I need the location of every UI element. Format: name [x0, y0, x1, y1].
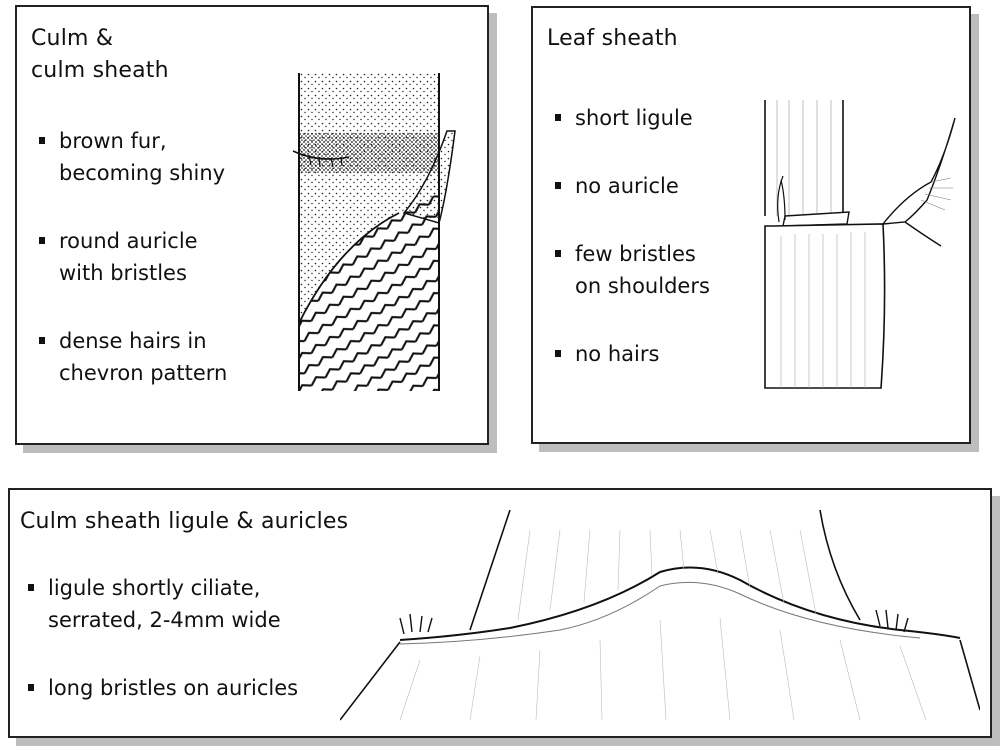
ligule-bullet-list: ligule shortly ciliate, serrated, 2-4mm … — [28, 572, 298, 704]
ligule-bullet-ciliate-line1: ligule shortly ciliate, — [48, 576, 261, 600]
leaf-bullet-auricle-line1: no auricle — [575, 174, 679, 198]
ligule-bullet-bristles-line1: long bristles on auricles — [48, 676, 299, 700]
culm-bullet-fur-line1: brown fur, — [59, 129, 167, 153]
culm-bullet-fur: brown fur, becoming shiny — [39, 125, 227, 189]
ligule-auricles-illustration — [340, 510, 980, 721]
ligule-bullet-bristles: long bristles on auricles — [28, 672, 298, 704]
leaf-sheath-panel: Leaf sheath short ligule no auricle few … — [531, 6, 971, 444]
ligule-auricles-panel: Culm sheath ligule & auricles ligule sho… — [8, 488, 992, 738]
leaf-bullet-hairs-line1: no hairs — [575, 342, 660, 366]
leaf-panel-title: Leaf sheath — [547, 26, 678, 51]
leaf-bullet-bristles: few bristles on shoulders — [555, 238, 710, 302]
leaf-bullet-list: short ligule no auricle few bristles on … — [555, 102, 710, 370]
leaf-bullet-ligule: short ligule — [555, 102, 710, 134]
leaf-bullet-hairs: no hairs — [555, 338, 710, 370]
ligule-bullet-ciliate: ligule shortly ciliate, serrated, 2-4mm … — [28, 572, 298, 636]
culm-title-line2: culm sheath — [31, 58, 169, 83]
culm-sheath-illustration — [292, 73, 456, 391]
culm-title-line1: Culm & — [31, 26, 114, 51]
culm-bullet-list: brown fur, becoming shiny round auricle … — [39, 125, 227, 389]
culm-bullet-auricle-line1: round auricle — [59, 229, 198, 253]
leaf-bullet-ligule-line1: short ligule — [575, 106, 693, 130]
culm-bullet-fur-line2: becoming shiny — [59, 161, 226, 185]
leaf-bullet-bristles-line1: few bristles — [575, 242, 696, 266]
leaf-sheath-illustration — [764, 100, 956, 389]
culm-bullet-hairs-line2: chevron pattern — [59, 361, 228, 385]
leaf-bullet-bristles-line2: on shoulders — [575, 274, 710, 298]
culm-panel-title: Culm & culm sheath — [31, 23, 169, 87]
ligule-panel-title: Culm sheath ligule & auricles — [20, 509, 349, 534]
culm-panel: Culm & culm sheath brown fur, becoming s… — [15, 5, 489, 445]
ligule-bullet-ciliate-line2: serrated, 2-4mm wide — [48, 608, 281, 632]
culm-bullet-hairs-line1: dense hairs in — [59, 329, 207, 353]
culm-bullet-auricle-line2: with bristles — [59, 261, 187, 285]
culm-bullet-hairs: dense hairs in chevron pattern — [39, 325, 227, 389]
culm-bullet-auricle: round auricle with bristles — [39, 225, 227, 289]
leaf-bullet-auricle: no auricle — [555, 170, 710, 202]
